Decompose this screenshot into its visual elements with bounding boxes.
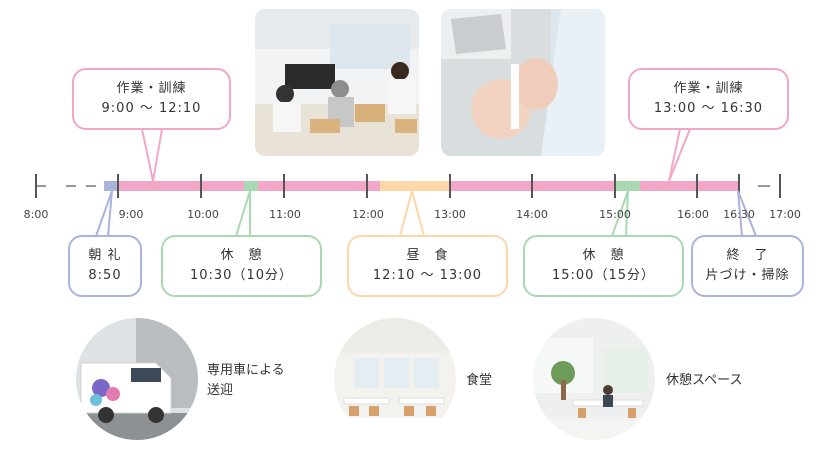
rest-space-caption: 休憩スペース (666, 373, 743, 388)
bus-caption: 専用車による 送迎 (207, 361, 285, 401)
cafeteria-photo (334, 318, 456, 440)
end-callout: 終 了 片づけ・掃除 (691, 235, 804, 297)
tick-label: 17:00 (769, 208, 801, 221)
cafeteria-caption: 食堂 (466, 373, 493, 388)
callout-pointers (95, 128, 757, 237)
work-pm-time: 13:00 〜 16:30 (653, 101, 764, 116)
end-title: 終 了 (726, 248, 769, 263)
bus-caption-line2: 送迎 (207, 383, 234, 398)
bus-caption-line1: 専用車による (207, 363, 285, 378)
morning-title: 朝 礼 (88, 248, 122, 263)
bar-morning (104, 181, 118, 191)
morning-time: 8:50 (88, 268, 122, 283)
break-pm-callout: 休 憩 15:00（15分） (523, 235, 684, 297)
tick-label: 10:00 (187, 208, 219, 221)
break-pm-time: 15:00（15分） (551, 268, 655, 283)
workshop-photo (255, 9, 419, 156)
work-am-callout: 作業・訓練 9:00 〜 12:10 (72, 68, 231, 130)
tick-label: 16:30 (723, 208, 755, 221)
break-am-title: 休 憩 (220, 248, 263, 263)
bar-break-pm (616, 181, 640, 191)
tick-label: 13:00 (434, 208, 466, 221)
work-am-title: 作業・訓練 (116, 81, 187, 96)
bar-lunch (380, 181, 450, 191)
bar-break-am (244, 181, 258, 191)
break-pm-title: 休 憩 (582, 248, 625, 263)
bar-work-am-1 (118, 181, 244, 191)
bus-photo (76, 318, 198, 440)
lunch-time: 12:10 〜 13:00 (372, 268, 483, 283)
lunch-title: 昼 食 (406, 248, 449, 263)
work-pm-callout: 作業・訓練 13:00 〜 16:30 (628, 68, 789, 130)
bar-work-pm-2 (640, 181, 738, 191)
lunch-callout: 昼 食 12:10 〜 13:00 (347, 235, 508, 297)
bar-work-am-2 (258, 181, 380, 191)
end-detail: 片づけ・掃除 (705, 268, 790, 283)
work-am-time: 9:00 〜 12:10 (101, 101, 202, 116)
morning-callout: 朝 礼 8:50 (68, 235, 142, 297)
rest-space-photo (533, 318, 655, 440)
work-pm-title: 作業・訓練 (673, 81, 744, 96)
tick-label: 11:00 (269, 208, 301, 221)
tick-label: 15:00 (599, 208, 631, 221)
break-am-time: 10:30（10分） (189, 268, 293, 283)
timeline-ticks (35, 174, 781, 198)
tick-label: 8:00 (23, 208, 49, 221)
tick-label: 16:00 (677, 208, 709, 221)
break-am-callout: 休 憩 10:30（10分） (161, 235, 322, 297)
tick-label: 9:00 (118, 208, 144, 221)
tick-label: 14:00 (516, 208, 548, 221)
tick-label: 12:00 (352, 208, 384, 221)
handwork-photo (441, 9, 605, 156)
